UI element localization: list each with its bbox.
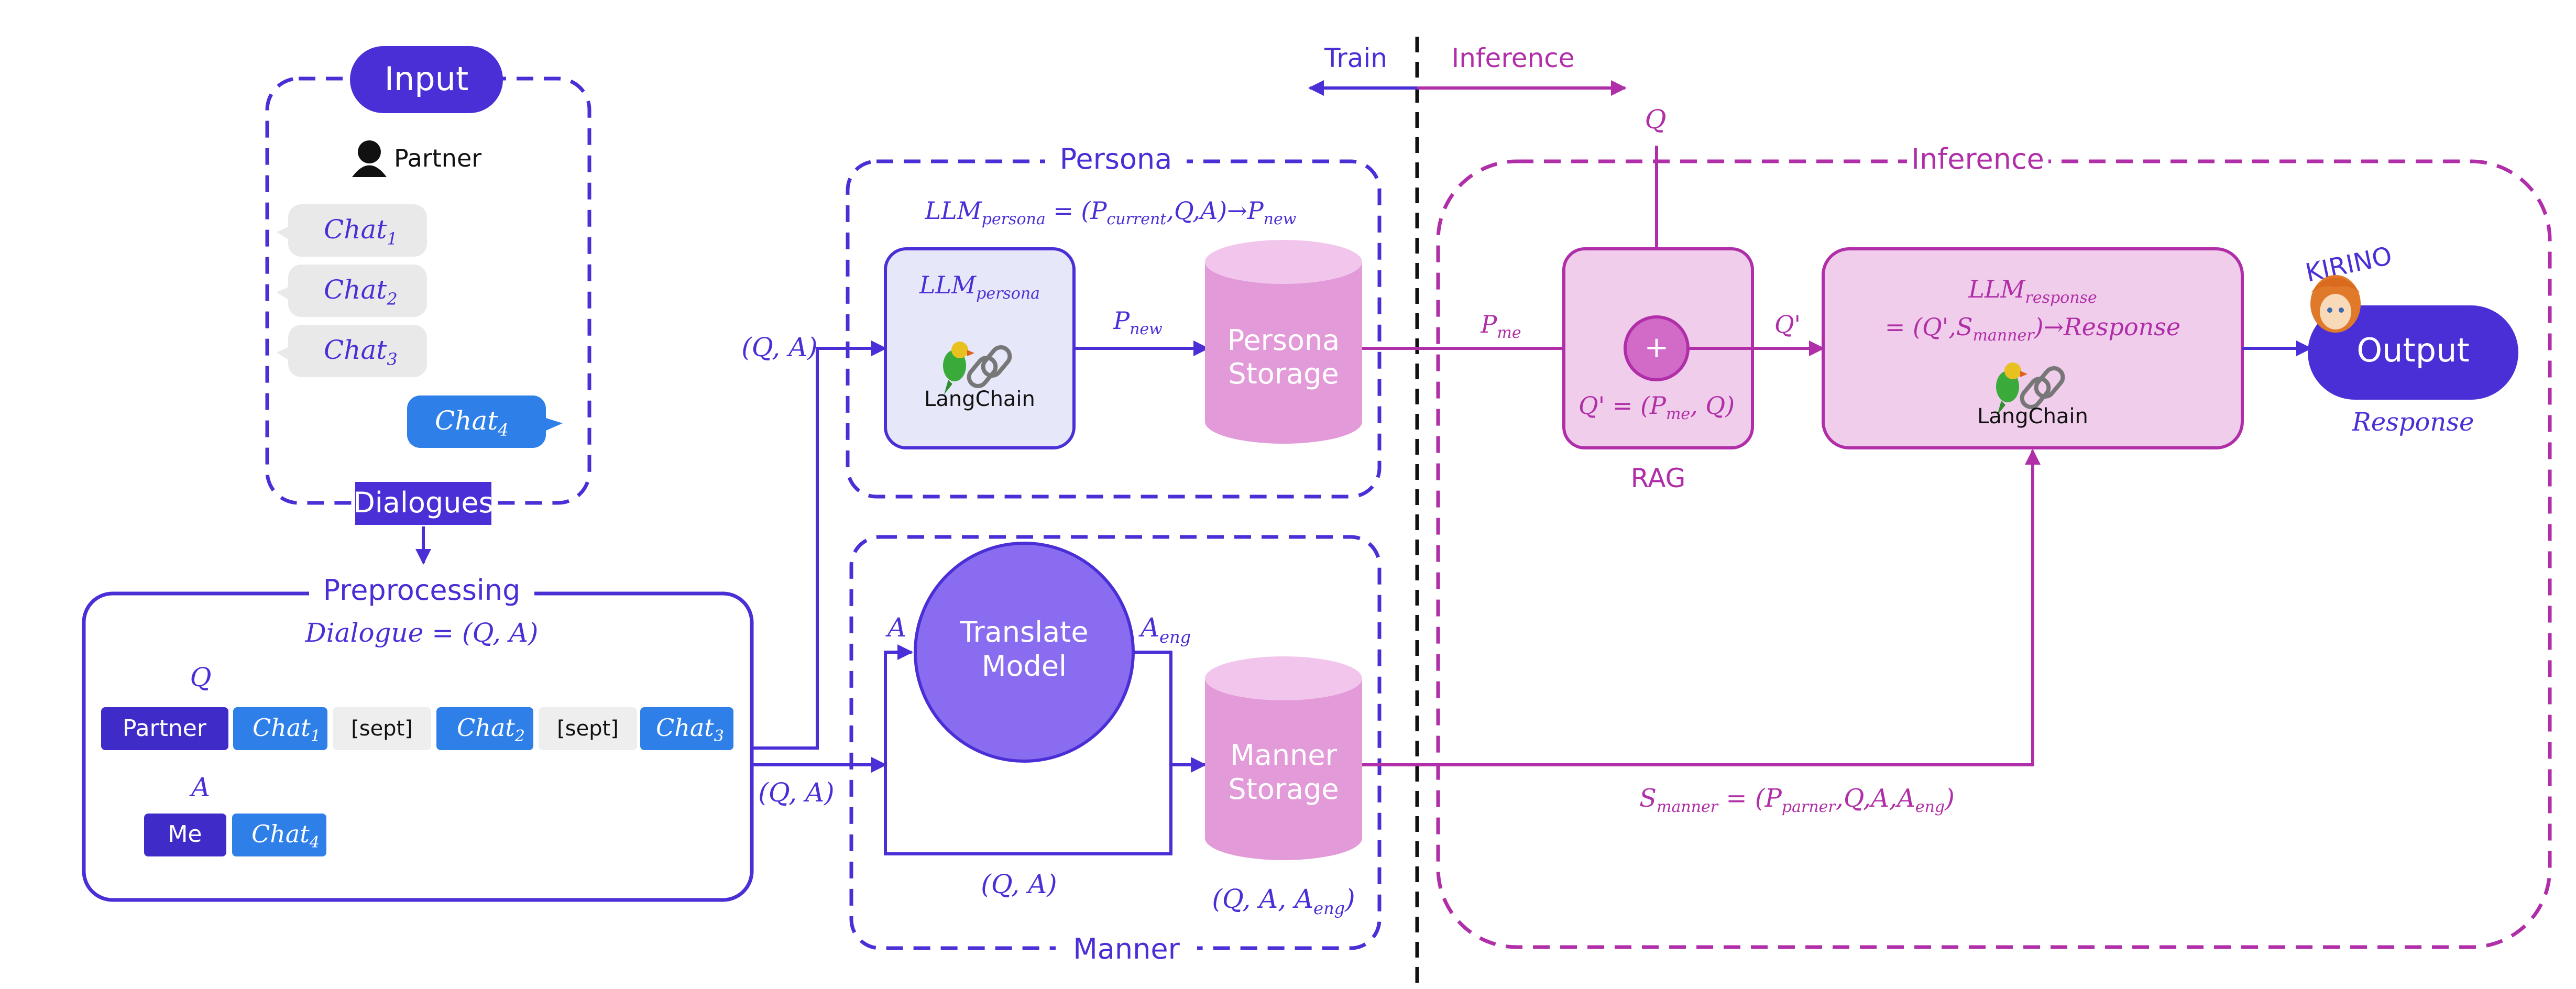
svg-text:Storage: Storage xyxy=(1228,773,1339,806)
chat1-text: Chat xyxy=(324,214,387,245)
partner-icon xyxy=(352,140,387,177)
response-chain-link-icon xyxy=(2020,366,2065,409)
inference-title: Inference xyxy=(1911,142,2044,175)
manner-panel: Manner A Translate Model Aeng (Q, A) Man… xyxy=(849,535,1382,966)
qa-upper-label: (Q, A) xyxy=(741,332,817,362)
chat1-sub: 1 xyxy=(387,229,397,249)
token-chat4: Chat4 xyxy=(232,814,326,856)
chat4-sub: 4 xyxy=(497,420,508,440)
token-sep-1: [sept] xyxy=(333,707,431,750)
svg-text:Chat3: Chat3 xyxy=(656,713,724,745)
svg-text:= (Q',Smanner)→Response: = (Q',Smanner)→Response xyxy=(1885,313,2180,345)
svg-text:Pnew: Pnew xyxy=(1113,306,1163,338)
svg-text:LLMresponse: LLMresponse xyxy=(1968,275,2097,307)
token-chat3: Chat3 xyxy=(640,707,733,750)
svg-text:+: + xyxy=(1645,331,1669,365)
rag-label: RAG xyxy=(1631,463,1686,493)
chat-bubble-1: Chat1 xyxy=(277,204,427,257)
svg-text:Manner: Manner xyxy=(1230,739,1337,772)
output-pill: Output xyxy=(2308,305,2518,400)
manner-qa-loop: (Q, A) xyxy=(981,869,1057,899)
manner-a-label: A xyxy=(885,612,906,643)
svg-text:Chat4: Chat4 xyxy=(435,405,509,440)
persona-title: Persona xyxy=(1060,142,1172,175)
llm-persona-box: LLMpersona LangChain xyxy=(884,247,1076,449)
train-label: Train xyxy=(1324,43,1387,73)
token-partner: Partner xyxy=(101,707,228,750)
svg-text:Persona: Persona xyxy=(1227,324,1340,357)
input-panel: Input Partner Chat1 Chat2 Chat3 Chat4 Di… xyxy=(265,46,591,525)
manner-storage-cylinder: Manner Storage xyxy=(1205,656,1362,860)
qa-lower-label: (Q, A) xyxy=(758,777,834,808)
chat2-text: Chat xyxy=(324,274,387,305)
chat4-text: Chat xyxy=(435,405,498,436)
partner-label: Partner xyxy=(394,144,481,172)
chat-bubble-3: Chat3 xyxy=(277,325,427,377)
svg-text:(Q, A, Aeng): (Q, A, Aeng) xyxy=(1212,884,1355,918)
input-title: Input xyxy=(385,60,469,98)
persona-langchain: LangChain xyxy=(924,387,1035,411)
arrow-smanner-to-llm xyxy=(1362,449,2041,766)
svg-text:Translate: Translate xyxy=(959,616,1088,649)
rag-box: + Q' = (Pme, Q) xyxy=(1562,247,1754,449)
token-me: Me xyxy=(144,814,226,856)
svg-text:Pme: Pme xyxy=(1480,310,1521,342)
manner-title: Manner xyxy=(1073,932,1180,965)
parrot-icon xyxy=(943,342,974,394)
input-title-pill: Input xyxy=(350,46,503,113)
response-label: Response xyxy=(2352,408,2474,437)
chat-bubble-4: Chat4 xyxy=(407,395,563,448)
q-top-label: Q xyxy=(1645,104,1667,135)
svg-text:Smanner = (Pparner,Q,A,Aeng): Smanner = (Pparner,Q,A,Aeng) xyxy=(1639,784,1955,816)
preprocessing-panel: Preprocessing Dialogue = (Q, A) Q Partne… xyxy=(82,574,754,902)
dialogues-label-box: Dialogues xyxy=(353,482,494,525)
dialogues-label: Dialogues xyxy=(353,486,494,519)
chat-bubble-2: Chat2 xyxy=(277,265,427,317)
token-sep-2: [sept] xyxy=(539,707,637,750)
chat3-text: Chat xyxy=(324,335,387,365)
persona-storage-cylinder: Persona Storage xyxy=(1205,240,1362,444)
persona-panel: Persona LLMpersona = (Pcurrent,Q,A)→Pnew… xyxy=(846,141,1382,499)
svg-text:Chat1: Chat1 xyxy=(253,713,321,745)
svg-text:Partner: Partner xyxy=(123,715,207,742)
inference-top-label: Inference xyxy=(1452,43,1575,73)
svg-text:Me: Me xyxy=(168,821,202,848)
chain-link-icon xyxy=(967,345,1012,388)
svg-text:LLMpersona: LLMpersona xyxy=(919,271,1040,303)
response-parrot-icon xyxy=(1996,362,2027,415)
manner-loop xyxy=(884,644,1207,855)
token-chat2: Chat2 xyxy=(436,707,533,750)
preprocessing-formula: Dialogue = (Q, A) xyxy=(305,618,539,648)
output-label: Output xyxy=(2356,331,2469,369)
llm-response-box: LLMresponse = (Q',Smanner)→Response Lang… xyxy=(1822,247,2244,449)
kirino-avatar-icon xyxy=(2310,275,2361,333)
svg-text:[sept]: [sept] xyxy=(557,717,619,741)
svg-text:Chat2: Chat2 xyxy=(457,713,525,745)
translate-model-circle: Translate Model xyxy=(914,542,1135,763)
flow-connectors xyxy=(752,340,887,773)
svg-text:Chat4: Chat4 xyxy=(251,820,320,852)
inference-panel: Inference xyxy=(1436,141,2552,949)
chat3-sub: 3 xyxy=(387,349,397,369)
svg-text:Chat1: Chat1 xyxy=(324,214,398,249)
svg-text:Storage: Storage xyxy=(1228,357,1339,390)
svg-text:Q' = (Pme, Q): Q' = (Pme, Q) xyxy=(1579,391,1735,423)
preprocessing-a-label: A xyxy=(189,772,210,803)
preprocessing-q-label: Q xyxy=(190,662,212,693)
response-langchain: LangChain xyxy=(1977,404,2088,428)
preprocessing-title: Preprocessing xyxy=(323,574,521,607)
svg-text:Model: Model xyxy=(982,650,1067,683)
svg-text:Chat2: Chat2 xyxy=(324,274,398,309)
q-prime-label: Q' xyxy=(1774,310,1801,338)
token-chat1: Chat1 xyxy=(233,707,327,750)
persona-formula: LLMpersona = (Pcurrent,Q,A)→Pnew xyxy=(925,196,1297,228)
svg-text:Aeng: Aeng xyxy=(1138,612,1191,647)
chat2-sub: 2 xyxy=(386,289,397,309)
svg-text:[sept]: [sept] xyxy=(351,717,413,741)
svg-text:Chat3: Chat3 xyxy=(324,335,398,369)
